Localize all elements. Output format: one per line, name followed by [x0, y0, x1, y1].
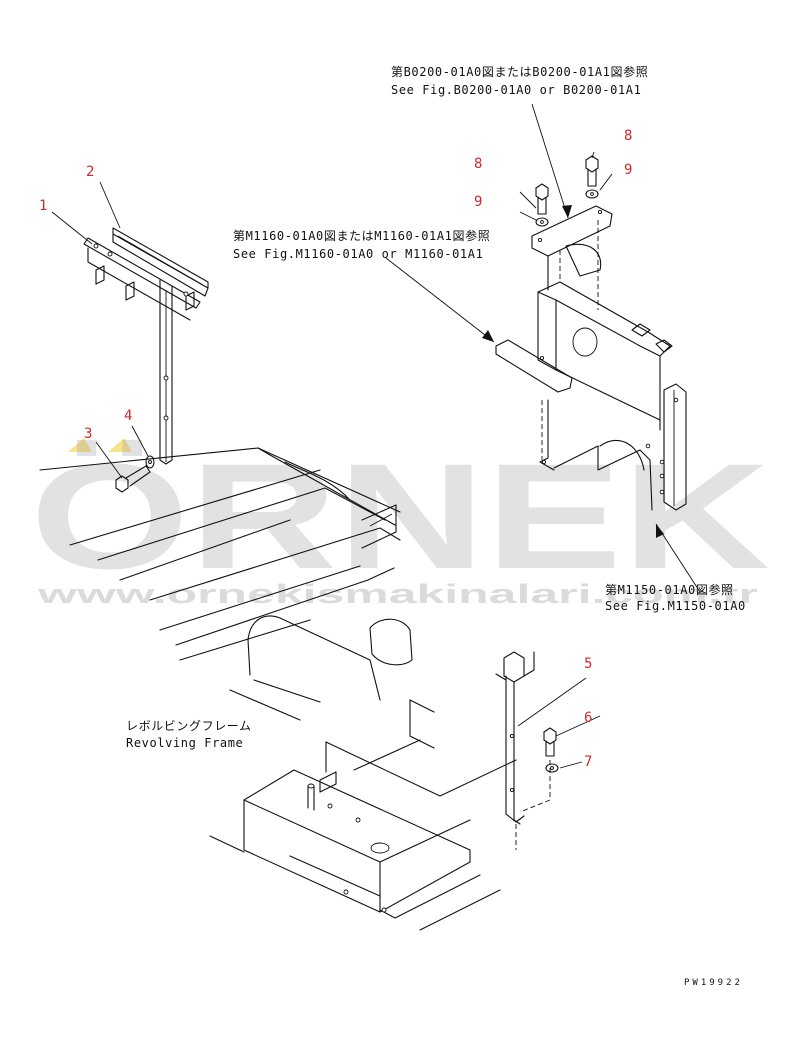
reference-m1150-en: See Fig.M1150-01A0 [605, 599, 746, 613]
reference-m1150-jp: 第M1150-01A0図参照 [605, 582, 734, 597]
callout-8-right: 8 [624, 128, 632, 144]
part-6-bolt [543, 727, 557, 757]
revolving-frame-lower [209, 699, 517, 931]
part-4-washer [145, 455, 155, 469]
leader-lines [51, 103, 701, 769]
callout-4: 4 [124, 408, 132, 424]
part-3-bolt [115, 465, 151, 493]
frame-label-jp: レボルビングフレーム [126, 719, 252, 733]
part-7-washer [545, 763, 559, 773]
watermark-brand: ÖRNEK [30, 432, 770, 600]
part-9-washer-right [585, 189, 599, 199]
right-assembly [495, 205, 687, 511]
reference-b0200-en: See Fig.B0200-01A0 or B0200-01A1 [391, 83, 641, 97]
watermark-url: www.ornekismakinalari.com.tr [36, 579, 759, 609]
part-9-washer-left [535, 217, 549, 227]
callout-1: 1 [39, 198, 47, 214]
watermark: ÖRNEK www.ornekismakinalari.com.tr [30, 432, 770, 609]
part-5-bracket [495, 651, 551, 850]
reference-b0200-jp: 第B0200-01A0図またはB0200-01A1図参照 [391, 64, 648, 79]
callout-3: 3 [84, 426, 92, 442]
callout-6: 6 [584, 710, 592, 726]
callout-9-left: 9 [474, 194, 482, 210]
drawing-code: PW19922 [684, 978, 743, 988]
watermark-accent-icon [68, 438, 92, 452]
callout-2: 2 [86, 164, 94, 180]
part-2-bar [112, 227, 209, 297]
callout-8-left: 8 [474, 156, 482, 172]
watermark-accent-icon [108, 438, 132, 452]
callout-5: 5 [584, 656, 592, 672]
revolving-frame-upper [39, 447, 413, 721]
callout-9-right: 9 [624, 162, 632, 178]
callout-7: 7 [584, 754, 592, 770]
part-1-stay [83, 237, 201, 465]
part-8-bolt-left [535, 183, 549, 215]
reference-m1160-en: See Fig.M1160-01A0 or M1160-01A1 [233, 247, 483, 261]
part-8-bolt-right [585, 155, 599, 187]
frame-label-en: Revolving Frame [126, 736, 243, 750]
reference-m1160-jp: 第M1160-01A0図またはM1160-01A1図参照 [233, 228, 490, 243]
